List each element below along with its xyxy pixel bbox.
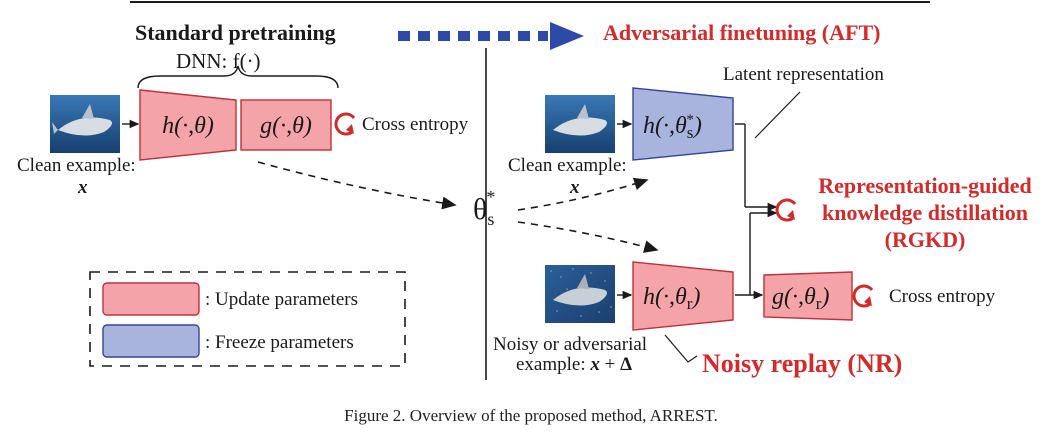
left-loss-label: Cross entropy <box>362 114 469 135</box>
left-h-block <box>139 89 237 161</box>
clean-shark-image-left <box>50 95 120 153</box>
nr-label: Noisy replay (NR) <box>702 349 902 378</box>
right-loss-cycle-icon <box>852 284 874 308</box>
legend-freeze-label: : Freeze parameters <box>205 332 354 353</box>
noisy-h-block <box>632 261 734 331</box>
theta-s-star: θs* <box>473 187 495 229</box>
left-g-block <box>240 99 332 151</box>
dnn-brace <box>137 65 339 89</box>
frozen-h-block <box>632 87 734 161</box>
nr-pointer <box>664 334 698 363</box>
dashed-theta-to-frozen <box>517 177 649 211</box>
right-clean-x: x <box>569 177 580 198</box>
legend-freeze-swatch <box>102 324 200 358</box>
rgkd-line1: Representation-guided <box>818 173 1032 198</box>
noisy-label-2: example: x + Δ <box>516 354 632 375</box>
right-clean-label: Clean example: <box>508 155 627 176</box>
legend-update-swatch <box>102 282 200 316</box>
rgkd-line2: knowledge distillation <box>822 200 1028 225</box>
frozen-h-label: h(·,θs*) <box>643 112 702 142</box>
legend-box <box>89 271 406 367</box>
pretrain-to-aft-arrow <box>398 22 584 50</box>
clean-shark-image-right <box>545 95 615 153</box>
noisy-h-label: h(·,θr) <box>643 284 700 313</box>
latent-pointer <box>754 91 801 139</box>
left-g-label: g(·,θ) <box>260 113 312 139</box>
left-clean-x: x <box>77 177 88 198</box>
right-title: Adversarial finetuning (AFT) <box>603 20 880 45</box>
dashed-theta-to-noisy <box>517 221 659 253</box>
latent-label: Latent representation <box>723 64 884 85</box>
left-title: Standard pretraining <box>135 20 336 45</box>
noisy-shark-image <box>545 265 615 323</box>
noisy-g-label: g(·,θr) <box>772 284 829 313</box>
left-clean-label: Clean example: <box>17 155 136 176</box>
rgkd-line3: (RGKD) <box>885 227 966 252</box>
right-loss-label: Cross entropy <box>889 286 996 307</box>
left-loss-cycle-icon <box>334 112 356 136</box>
left-h-label: h(·,θ) <box>162 113 214 139</box>
noisy-label-1: Noisy or adversarial <box>493 334 647 355</box>
dashed-to-theta <box>257 161 457 210</box>
rgkd-cycle-icon <box>775 198 797 222</box>
figure-caption: Figure 2. Overview of the proposed metho… <box>344 406 718 425</box>
legend-update-label: : Update parameters <box>205 289 358 310</box>
noisy-g-block <box>763 271 853 321</box>
dnn-label: DNN: f(·) <box>176 49 261 73</box>
